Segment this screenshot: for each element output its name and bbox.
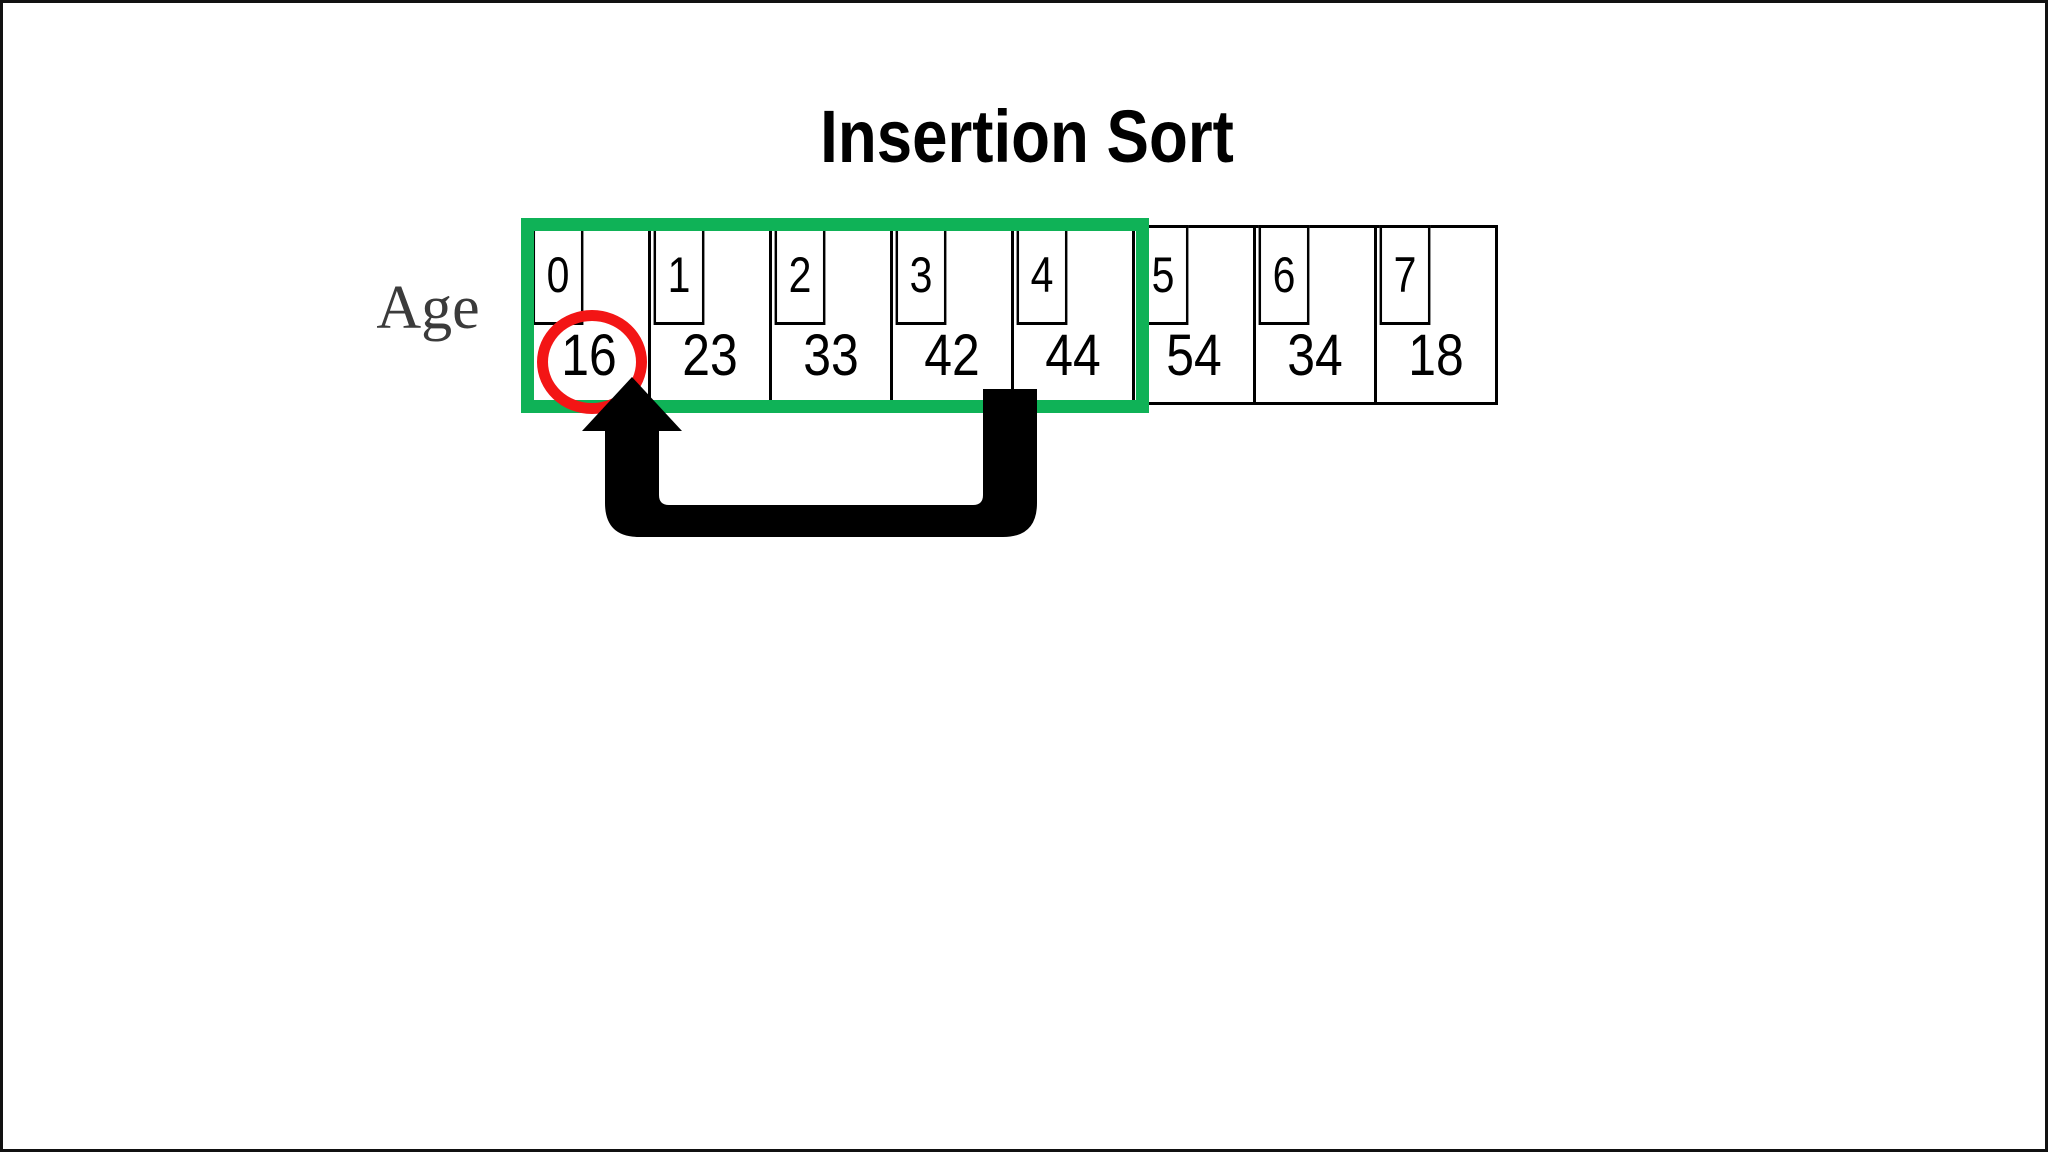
array-index-5: 5 (1137, 225, 1189, 325)
array-index-6: 6 (1258, 225, 1310, 325)
array-index-1: 1 (653, 225, 705, 325)
page-title: Insertion Sort (820, 95, 1234, 178)
array-index-7: 7 (1379, 225, 1431, 325)
array-cell-1[interactable]: 1 23 (648, 225, 772, 405)
array-value-2: 33 (803, 323, 859, 388)
array-value-6: 34 (1287, 323, 1343, 388)
array-value-1: 23 (682, 323, 738, 388)
array-cell-3[interactable]: 3 42 (890, 225, 1014, 405)
array-cell-7[interactable]: 7 18 (1374, 225, 1498, 405)
array-cell-4[interactable]: 4 44 (1011, 225, 1135, 405)
array-cell-5[interactable]: 5 54 (1132, 225, 1256, 405)
array-cell-6[interactable]: 6 34 (1253, 225, 1377, 405)
array-row-label: Age (376, 274, 480, 342)
return-arrow-icon (582, 377, 1037, 537)
array-index-3: 3 (895, 225, 947, 325)
array-cell-0[interactable]: 0 16 (527, 225, 651, 405)
array-value-4: 44 (1045, 323, 1101, 388)
return-arrow-path (605, 389, 1037, 537)
array-cell-2[interactable]: 2 33 (769, 225, 893, 405)
array-index-4: 4 (1016, 225, 1068, 325)
array-value-0: 16 (561, 323, 617, 388)
array-value-3: 42 (924, 323, 980, 388)
array-container: 0 16 1 23 2 33 3 42 4 44 5 54 6 34 7 (527, 225, 1498, 405)
array-index-0: 0 (532, 225, 584, 325)
array-index-2: 2 (774, 225, 826, 325)
array-value-5: 54 (1166, 323, 1222, 388)
array-value-7: 18 (1408, 323, 1464, 388)
